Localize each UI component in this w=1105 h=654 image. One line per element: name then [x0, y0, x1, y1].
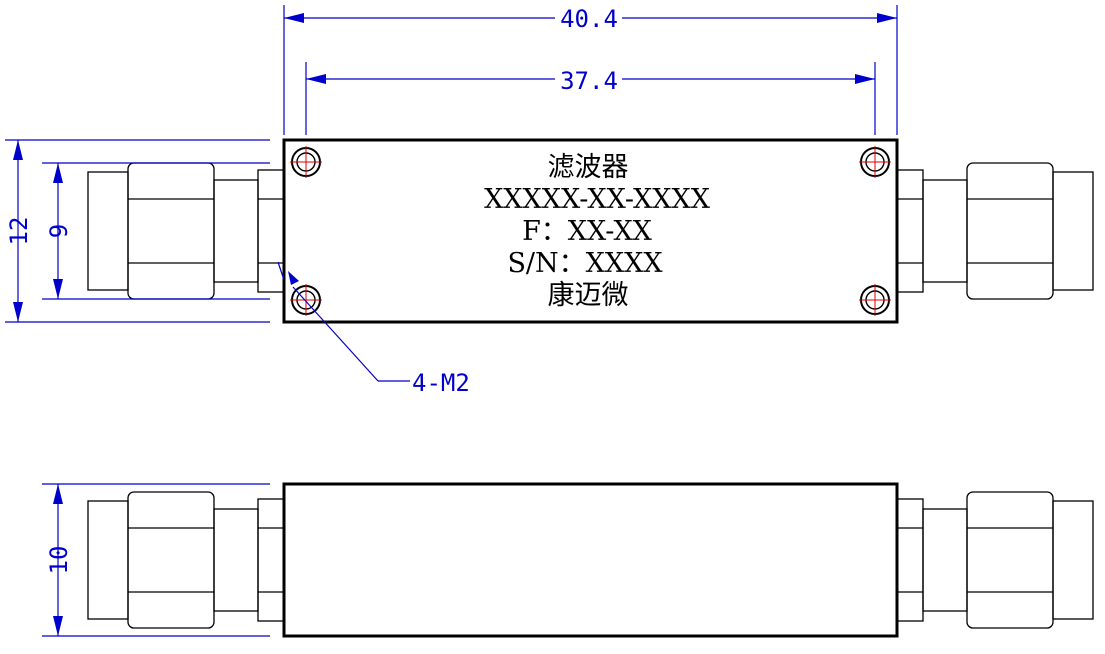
right-connector-side [896, 491, 1094, 629]
label-model: XXXXX-XX-XXXX [484, 184, 711, 215]
dimension-side-height: 10 [42, 483, 270, 637]
dimension-side-height-text: 10 [45, 546, 73, 575]
dimension-connector-height: 9 [42, 162, 270, 300]
filter-body-side [282, 482, 899, 638]
label-brand: 康迈微 [548, 280, 629, 311]
label-serial: S/N：XXXX [507, 248, 663, 279]
dimension-body-height-text: 12 [5, 217, 33, 246]
dimension-body-height: 12 [5, 139, 270, 323]
side-view [87, 482, 1094, 638]
label-name: 滤波器 [548, 152, 629, 183]
dimension-overall-length-text: 40.4 [560, 5, 618, 33]
mounting-hole-tl [290, 146, 322, 178]
dimension-overall-length: 40.4 [283, 5, 898, 135]
top-view: 滤波器 XXXXX-XX-XXXX F：XX-XX S/N：XXXX 康迈微 [87, 138, 1094, 324]
right-connector-top [896, 162, 1094, 300]
mounting-hole-bl [290, 284, 322, 316]
left-connector-side [87, 491, 285, 629]
mounting-hole-tr [859, 146, 891, 178]
hole-callout-text: 4-M2 [412, 369, 470, 397]
mounting-hole-br [859, 284, 891, 316]
dimension-hole-spacing: 37.4 [305, 62, 876, 135]
hole-callout: 4-M2 [277, 261, 470, 397]
dimension-connector-height-text: 9 [45, 224, 73, 238]
left-connector-top [87, 162, 285, 300]
dimension-hole-spacing-text: 37.4 [560, 67, 618, 95]
label-frequency: F：XX-XX [522, 216, 653, 247]
